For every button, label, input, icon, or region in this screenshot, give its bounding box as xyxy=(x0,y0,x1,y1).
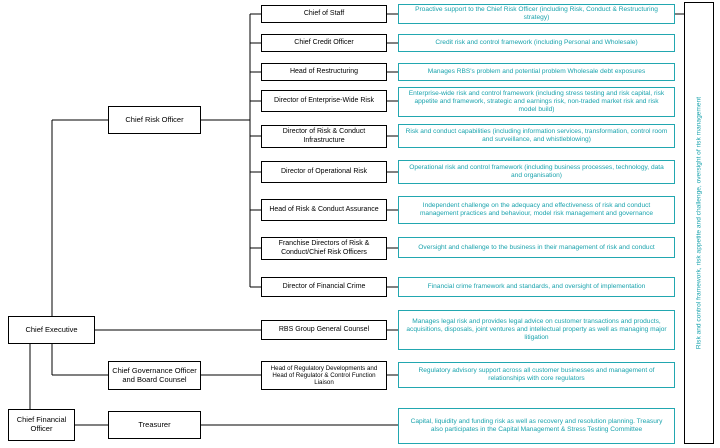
ceo-label: Chief Executive xyxy=(25,324,78,334)
desc-treasury: Capital, liquidity and funding risk as w… xyxy=(398,408,675,444)
role-chief-credit-officer: Chief Credit Officer xyxy=(261,34,387,52)
desc-director-operational-risk: Operational risk and control framework (… xyxy=(398,160,675,184)
desc-chief-credit-officer: Credit risk and control framework (inclu… xyxy=(398,34,675,52)
role-label: Director of Financial Crime xyxy=(282,282,366,290)
cro-box: Chief Risk Officer xyxy=(108,106,201,134)
treasurer-box: Treasurer xyxy=(108,411,201,439)
role-head-of-restructuring: Head of Restructuring xyxy=(261,63,387,81)
desc-text: Operational risk and control framework (… xyxy=(409,164,664,179)
side-label-box: Risk and control framework, risk appetit… xyxy=(684,2,714,444)
role-label: Franchise Directors of Risk & Conduct/Ch… xyxy=(278,240,370,256)
role-label: Director of Risk & Conduct Infrastructur… xyxy=(282,128,366,144)
desc-text: Financial crime framework and standards,… xyxy=(427,283,646,291)
role-director-financial-crime: Director of Financial Crime xyxy=(261,277,387,297)
desc-text: Manages RBS's problem and potential prob… xyxy=(427,68,646,76)
role-label: Director of Operational Risk xyxy=(281,167,367,175)
role-director-risk-conduct-infrastructure: Director of Risk & Conduct Infrastructur… xyxy=(261,125,387,148)
role-label: RBS Group General Counsel xyxy=(278,325,370,333)
desc-chief-of-staff: Proactive support to the Chief Risk Offi… xyxy=(398,4,675,24)
desc-text: Credit risk and control framework (inclu… xyxy=(435,39,638,47)
side-label: Risk and control framework, risk appetit… xyxy=(695,96,703,350)
role-label: Chief of Staff xyxy=(303,9,345,17)
desc-group-general-counsel: Manages legal risk and provides legal ad… xyxy=(398,310,675,350)
role-group-general-counsel: RBS Group General Counsel xyxy=(261,320,387,340)
desc-franchise-directors: Oversight and challenge to the business … xyxy=(398,237,675,258)
desc-director-enterprise-wide-risk: Enterprise-wide risk and control framewo… xyxy=(398,87,675,117)
desc-regulatory-developments: Regulatory advisory support across all c… xyxy=(398,362,675,388)
role-label: Head of Restructuring xyxy=(289,67,359,75)
desc-director-risk-conduct-infrastructure: Risk and conduct capabilities (including… xyxy=(398,124,675,148)
role-director-enterprise-wide-risk: Director of Enterprise-Wide Risk xyxy=(261,90,387,112)
role-head-risk-conduct-assurance: Head of Risk & Conduct Assurance xyxy=(261,199,387,221)
cro-label: Chief Risk Officer xyxy=(125,114,184,124)
cgo-label: Chief Governance Officer and Board Couns… xyxy=(112,365,197,384)
desc-text: Manages legal risk and provides legal ad… xyxy=(406,318,667,341)
desc-text: Enterprise-wide risk and control framewo… xyxy=(408,90,665,113)
role-franchise-directors: Franchise Directors of Risk & Conduct/Ch… xyxy=(261,237,387,260)
role-label: Chief Credit Officer xyxy=(294,38,354,46)
role-head-regulatory-developments: Head of Regulatory Developments and Head… xyxy=(261,361,387,390)
cfo-box: Chief Financial Officer xyxy=(8,409,75,441)
desc-head-of-restructuring: Manages RBS's problem and potential prob… xyxy=(398,63,675,81)
role-label: Director of Enterprise-Wide Risk xyxy=(274,96,374,104)
role-chief-of-staff: Chief of Staff xyxy=(261,5,387,23)
desc-text: Capital, liquidity and funding risk as w… xyxy=(410,418,663,433)
desc-text: Independent challenge on the adequacy an… xyxy=(419,202,654,217)
ceo-box: Chief Executive xyxy=(8,316,95,344)
cgo-box: Chief Governance Officer and Board Couns… xyxy=(108,361,201,390)
desc-text: Oversight and challenge to the business … xyxy=(418,243,655,251)
desc-head-risk-conduct-assurance: Independent challenge on the adequacy an… xyxy=(398,196,675,224)
role-label: Head of Risk & Conduct Assurance xyxy=(269,205,379,213)
cfo-label: Chief Financial Officer xyxy=(16,415,67,433)
role-director-operational-risk: Director of Operational Risk xyxy=(261,161,387,183)
role-label: Head of Regulatory Developments and Head… xyxy=(270,364,378,387)
desc-text: Risk and conduct capabilities (including… xyxy=(405,128,668,143)
desc-text: Regulatory advisory support across all c… xyxy=(418,367,655,382)
desc-text: Proactive support to the Chief Risk Offi… xyxy=(415,6,658,21)
desc-director-financial-crime: Financial crime framework and standards,… xyxy=(398,277,675,297)
treasurer-label: Treasurer xyxy=(138,419,171,429)
